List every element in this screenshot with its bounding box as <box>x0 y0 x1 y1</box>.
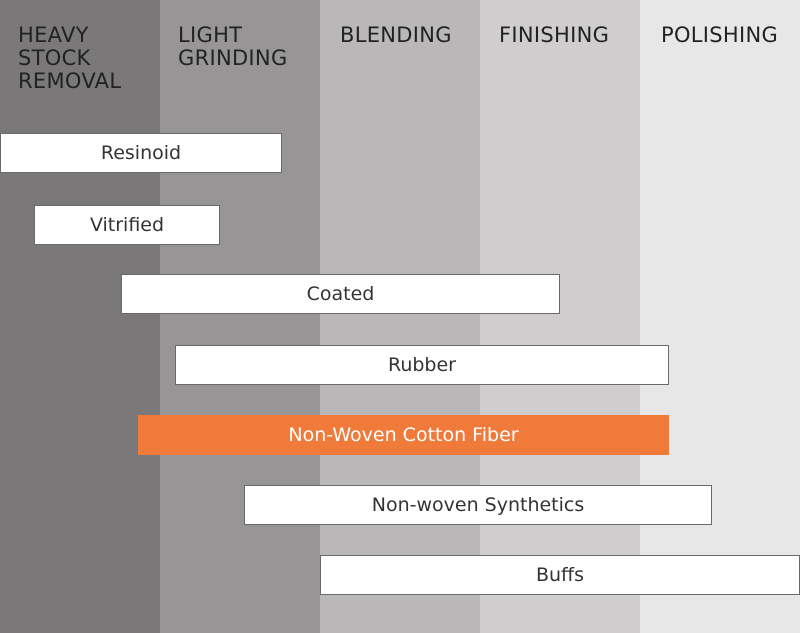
stage-heading: FINISHING <box>499 23 610 47</box>
stage-heading: POLISHING <box>661 23 779 47</box>
stage-column-polishing: POLISHING <box>640 0 800 633</box>
product-bar-non-woven-synthetics: Non-woven Synthetics <box>244 485 712 525</box>
stage-column-finishing: FINISHING <box>480 0 640 633</box>
stage-heading: BLENDING <box>340 23 452 47</box>
product-bar-coated: Coated <box>121 274 560 314</box>
product-bar-buffs: Buffs <box>320 555 800 595</box>
product-bar-vitrified: Vitrified <box>34 205 220 245</box>
product-bar-rubber: Rubber <box>175 345 669 385</box>
stage-column-blending: BLENDING <box>320 0 480 633</box>
stage-column-heavy-stock-removal: HEAVY STOCK REMOVAL <box>0 0 160 633</box>
stage-column-light-grinding: LIGHT GRINDING <box>160 0 320 633</box>
product-bar-non-woven-cotton-fiber: Non-Woven Cotton Fiber <box>138 415 669 455</box>
stage-heading: LIGHT GRINDING <box>178 23 288 70</box>
product-bar-resinoid: Resinoid <box>0 133 282 173</box>
stage-heading: HEAVY STOCK REMOVAL <box>18 23 122 93</box>
